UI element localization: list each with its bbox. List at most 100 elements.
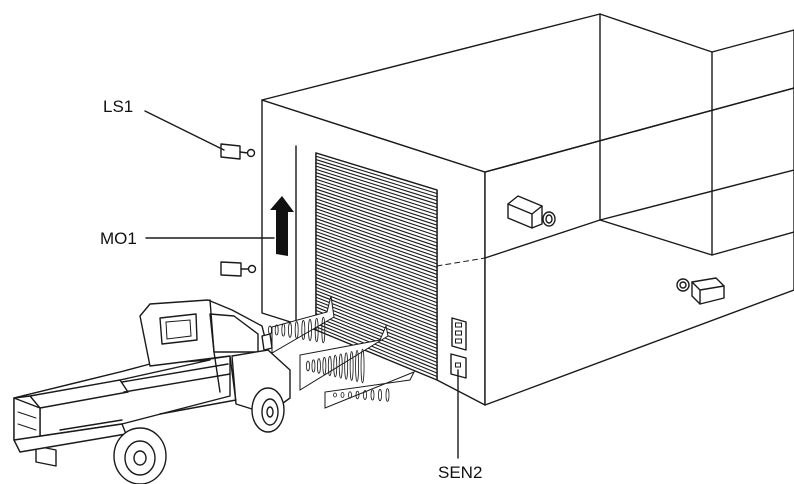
warehouse-floor-edge	[599, 169, 794, 221]
beam-contour	[348, 391, 352, 399]
shutter-slat	[315, 247, 438, 293]
shutter-slat	[315, 296, 438, 346]
shutter-slat	[315, 254, 438, 300]
leader-line-ls1	[144, 110, 225, 151]
shutter-slat	[315, 263, 438, 311]
beam-contour	[321, 316, 326, 344]
shutter-slat	[315, 214, 438, 258]
shutter-slat	[315, 168, 438, 209]
shutter-slat	[315, 221, 438, 265]
shutter-slat	[315, 240, 438, 286]
shutter-slat	[315, 306, 438, 356]
shutter-slat	[315, 208, 438, 251]
beam-contour	[333, 392, 337, 398]
beam-contour	[308, 318, 312, 342]
indicator-panel	[451, 317, 467, 351]
shutter-slat	[315, 283, 438, 332]
shutter-slat	[315, 178, 438, 219]
shutter-slat	[315, 244, 438, 290]
shutter-slat	[315, 185, 438, 226]
warehouse	[261, 13, 794, 406]
camera-lower	[676, 277, 725, 305]
sensor-beam-lower	[324, 371, 416, 409]
beam-contour	[355, 390, 360, 400]
beam-contour	[363, 390, 367, 400]
warehouse-back-wall-line	[484, 219, 601, 259]
beam-contour	[281, 323, 286, 337]
shutter-slat	[315, 198, 438, 240]
warehouse-upper-edge	[484, 87, 794, 173]
truck-rear-wheel	[113, 427, 167, 484]
beam-contour	[344, 352, 349, 380]
label-ls1: LS1	[103, 97, 133, 116]
beam-contour	[355, 349, 359, 383]
shutter-slat	[315, 260, 438, 307]
shutter-slat	[315, 270, 438, 318]
shutter-slat	[315, 250, 438, 297]
shutter-slat	[315, 234, 438, 279]
indicator-light	[455, 338, 462, 344]
warehouse-rear-edge	[599, 13, 713, 256]
pickup-truck	[13, 299, 291, 484]
shutter-slat	[315, 227, 438, 272]
shutter-slat	[315, 191, 438, 233]
beam-contour	[301, 320, 306, 340]
sensor-beams	[268, 295, 416, 409]
shutter-slat	[315, 280, 438, 328]
shutter-slats	[315, 155, 438, 377]
beam-contour	[349, 351, 354, 381]
shutter-slat	[315, 293, 438, 342]
warehouse-hidden-edge	[436, 257, 486, 267]
shutter-slat	[315, 303, 438, 353]
beam-contour	[317, 358, 321, 374]
shutter-slat	[315, 309, 438, 360]
truck-mirror	[261, 333, 273, 351]
beam-contour	[338, 353, 343, 379]
beam-contour	[333, 354, 338, 378]
shutter-slat	[315, 165, 438, 205]
shutter-slat	[315, 175, 438, 216]
shutter-slat	[315, 237, 438, 282]
beam-contour	[322, 357, 327, 375]
shutter-slat	[315, 299, 438, 349]
beam-contour	[311, 359, 316, 373]
shutter-slat	[315, 155, 438, 195]
sensor-box	[450, 353, 467, 379]
shutter-slat	[315, 231, 438, 275]
limit-switch-roller	[246, 148, 256, 158]
shutter-slat	[315, 319, 438, 370]
shutter-slat	[315, 162, 438, 202]
shutter-slat	[315, 188, 438, 230]
shutter-slat	[315, 277, 438, 325]
beam-contour	[294, 321, 299, 339]
shutter-slat	[315, 204, 438, 247]
sensor-beam-middle	[299, 324, 389, 391]
beam-contour	[274, 324, 279, 336]
beam-contour	[327, 355, 332, 377]
camera-lens	[542, 211, 556, 227]
beam-contour	[340, 391, 345, 399]
sensor-beam-upper	[271, 295, 335, 354]
beam-contour	[360, 348, 365, 384]
warehouse-lower-edge	[711, 231, 794, 256]
shutter-slat	[315, 224, 438, 268]
camera-body	[507, 195, 543, 229]
up-arrow-icon	[270, 196, 294, 256]
shutter-slat	[315, 322, 438, 374]
shutter-slat	[315, 211, 438, 254]
beam-contour	[370, 389, 375, 401]
shutter-slat	[315, 313, 438, 363]
beam-contour-lines	[268, 316, 390, 402]
beam-contour	[288, 322, 292, 338]
shutter-slat	[315, 201, 438, 244]
label-mo1: MO1	[100, 229, 137, 248]
shutter-slat	[315, 326, 438, 377]
shutter-slat	[315, 257, 438, 304]
truck-license-plate	[35, 445, 57, 467]
truck-front-wheel	[251, 387, 285, 433]
shutter-slat	[315, 273, 438, 321]
shutter-slat	[315, 159, 438, 198]
truck-rear-window	[159, 313, 198, 345]
shutter-slat	[315, 267, 438, 314]
